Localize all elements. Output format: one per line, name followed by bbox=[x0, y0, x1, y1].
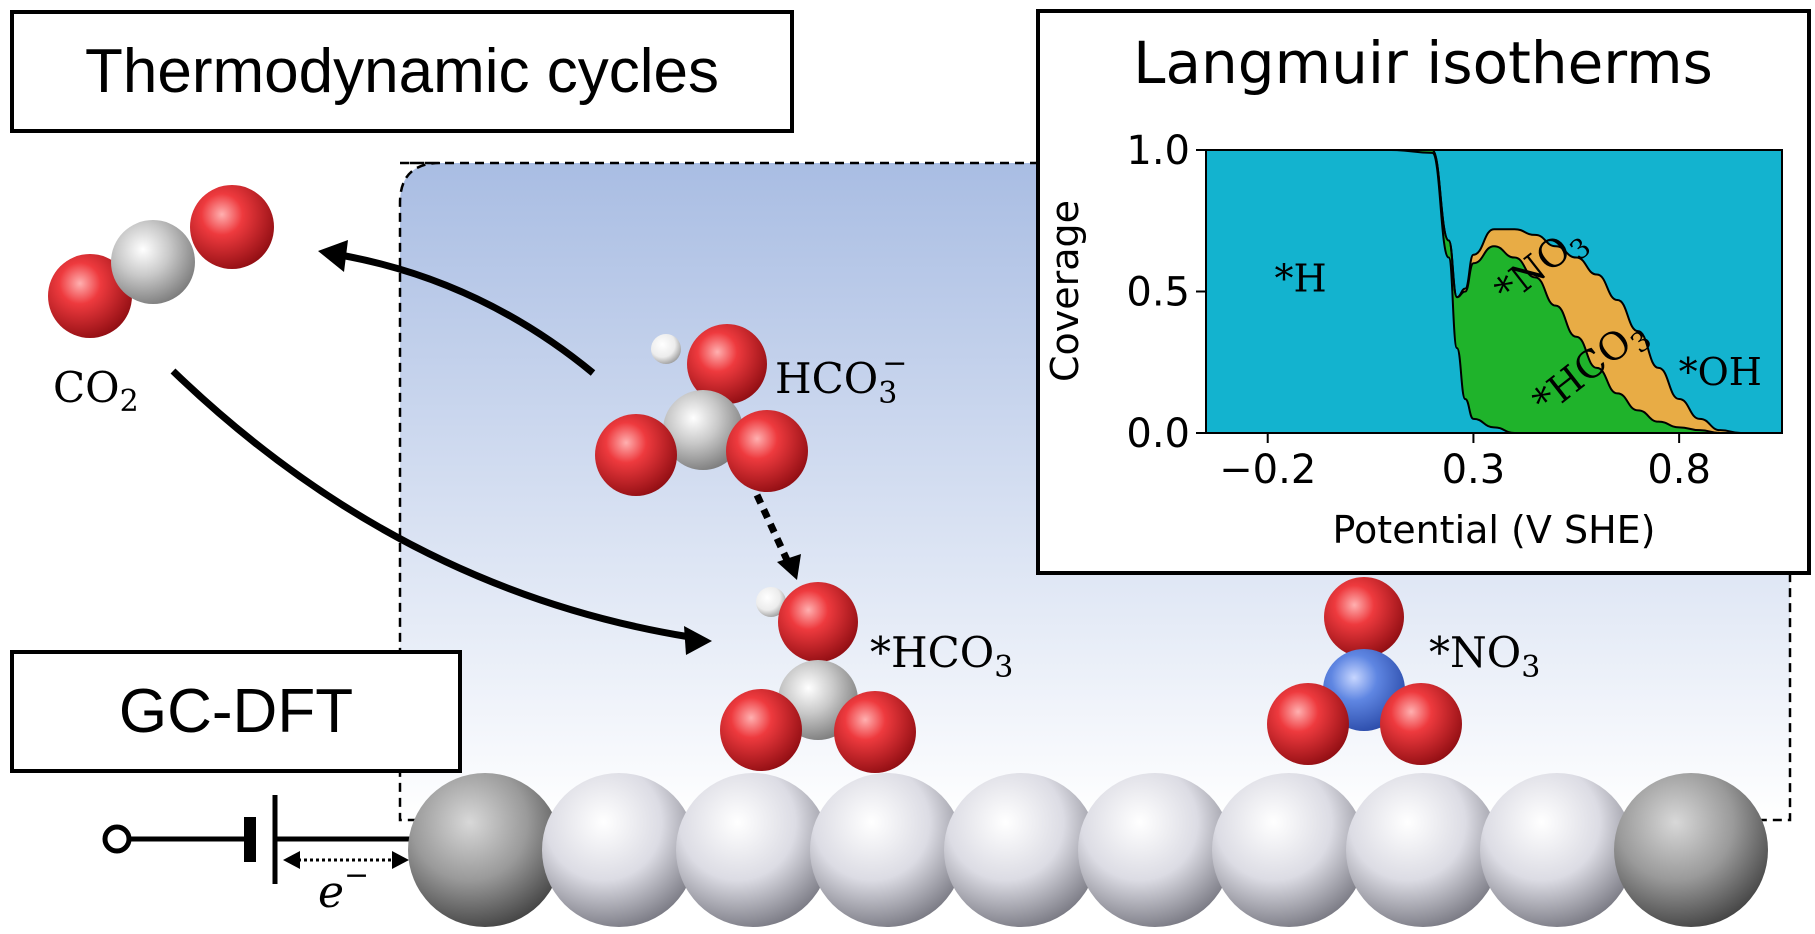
hco3-minus-label: HCO3− bbox=[775, 346, 907, 411]
slab-atom bbox=[676, 773, 830, 927]
gc-dft-title: GC-DFT bbox=[10, 650, 462, 773]
chart-title: Langmuir isotherms bbox=[1133, 29, 1713, 97]
oxygen-atom bbox=[687, 324, 767, 404]
oxygen-atom bbox=[190, 185, 274, 269]
curve-hco3 bbox=[1206, 149, 1782, 435]
slab-atom bbox=[542, 773, 696, 927]
area-oh bbox=[1206, 150, 1782, 433]
arrow-hco3-to-co2 bbox=[339, 251, 596, 376]
y-tick-label: 0.0 bbox=[1126, 411, 1190, 457]
carbon-atom bbox=[663, 390, 743, 470]
adsorbed-no3-molecule bbox=[1267, 577, 1462, 765]
hco3-minus-molecule bbox=[595, 324, 808, 496]
langmuir-isotherms-inset: Langmuir isotherms −0.2 0.3 0.8 0.0 0.5 1.0 *… bbox=[1036, 9, 1811, 575]
chart-areas bbox=[1206, 150, 1782, 433]
oxygen-atom bbox=[778, 582, 858, 662]
electron-label: e− bbox=[318, 858, 369, 918]
area-h bbox=[1206, 150, 1782, 433]
hydrogen-atom bbox=[756, 587, 786, 617]
ads-no3-label: *NO3 bbox=[1429, 628, 1540, 685]
slab-atom bbox=[810, 773, 964, 927]
arrow-co2-to-ads-hco3 bbox=[170, 368, 691, 641]
oxygen-atom bbox=[720, 689, 802, 771]
slab-atom bbox=[1614, 773, 1768, 927]
hydrogen-atom bbox=[651, 334, 681, 364]
region-label-oh: *OH bbox=[1679, 350, 1762, 394]
circuit-terminal bbox=[102, 824, 132, 854]
area-hco3 bbox=[1206, 150, 1782, 433]
y-axis-label: Coverage bbox=[1043, 200, 1087, 382]
slab-atom bbox=[1212, 773, 1366, 927]
oxygen-atom bbox=[1267, 683, 1349, 765]
oxygen-atom bbox=[48, 254, 132, 338]
area-no3 bbox=[1206, 150, 1782, 433]
thermodynamic-cycles-text: Thermodynamic cycles bbox=[85, 37, 719, 106]
thermodynamic-cycles-title: Thermodynamic cycles bbox=[10, 10, 794, 133]
adsorbed-hco3-molecule bbox=[720, 582, 916, 773]
slab-atom bbox=[1078, 773, 1232, 927]
co2-label: CO2 bbox=[53, 363, 139, 419]
x-axis-label: Potential (V SHE) bbox=[1333, 508, 1656, 552]
arrow-hco3-adsorption bbox=[753, 493, 791, 562]
slab-atom bbox=[944, 773, 1098, 927]
carbon-atom bbox=[111, 220, 195, 304]
oxygen-atom bbox=[726, 410, 808, 492]
oxygen-atom bbox=[1380, 683, 1462, 765]
y-tick-label: 0.5 bbox=[1126, 270, 1190, 316]
x-tick-label: −0.2 bbox=[1219, 447, 1316, 493]
chart-ticks: −0.2 0.3 0.8 0.0 0.5 1.0 bbox=[1126, 128, 1711, 493]
slab-atom bbox=[408, 773, 562, 927]
x-tick-label: 0.8 bbox=[1647, 447, 1711, 493]
gc-dft-text: GC-DFT bbox=[118, 677, 354, 746]
metal-slab bbox=[408, 773, 1768, 927]
co2-molecule bbox=[48, 185, 274, 338]
oxygen-atom bbox=[1324, 577, 1404, 657]
circuit bbox=[102, 795, 415, 884]
region-label-h: *H bbox=[1275, 257, 1327, 301]
isotherm-chart: Langmuir isotherms −0.2 0.3 0.8 0.0 0.5 1.0 *… bbox=[1043, 29, 1783, 552]
ads-hco3-label: *HCO3 bbox=[870, 628, 1013, 685]
slab-atom bbox=[1480, 773, 1634, 927]
x-tick-label: 0.3 bbox=[1442, 447, 1506, 493]
oxygen-atom bbox=[595, 414, 677, 496]
y-tick-label: 1.0 bbox=[1126, 128, 1190, 174]
slab-atom bbox=[1346, 773, 1500, 927]
oxygen-atom bbox=[834, 691, 916, 773]
